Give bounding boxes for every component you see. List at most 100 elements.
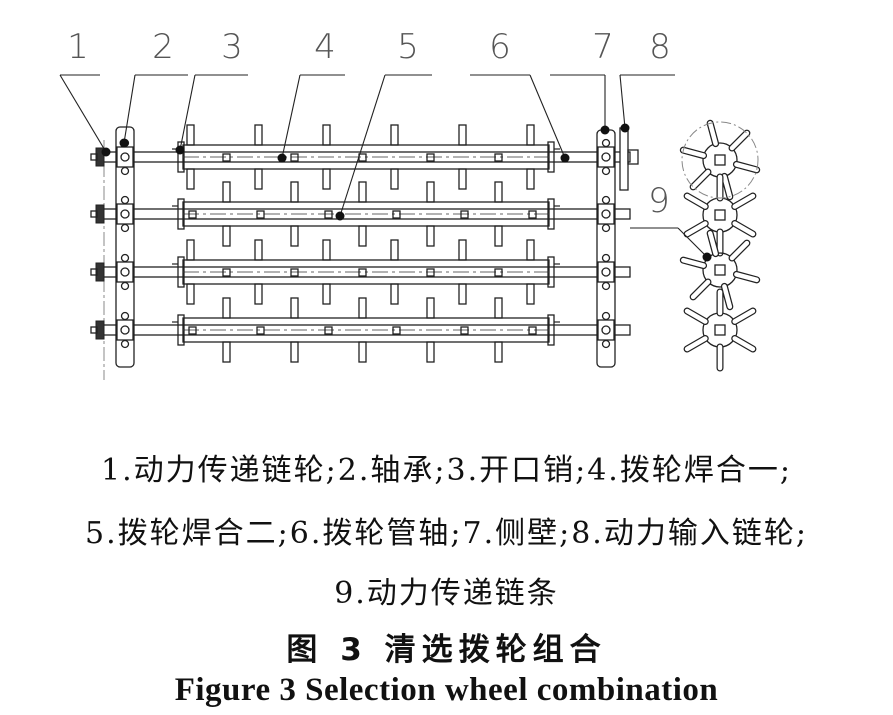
drum-flange bbox=[177, 141, 185, 173]
leader-dot bbox=[119, 138, 129, 148]
wheel-tine-inner bbox=[732, 221, 756, 237]
bearing bbox=[597, 203, 615, 225]
wheel-tine-inner bbox=[684, 221, 708, 237]
bearing-bolt bbox=[601, 138, 611, 148]
bolt-hole bbox=[494, 153, 503, 162]
callout-label: 8 bbox=[649, 27, 671, 67]
leader-lines bbox=[59, 74, 712, 262]
bolt-hole bbox=[324, 210, 333, 219]
figure-caption-en: Figure 3 Selection wheel combination bbox=[174, 672, 719, 708]
wheel-tine-inner bbox=[732, 193, 756, 209]
callout-label: 5 bbox=[397, 27, 419, 67]
bolt-hole bbox=[188, 210, 197, 219]
bearing bbox=[597, 319, 615, 341]
tine-top bbox=[186, 124, 195, 146]
tine-bottom bbox=[358, 225, 367, 247]
bearing-bolt bbox=[601, 339, 611, 349]
tine-bottom bbox=[322, 168, 331, 190]
tine-bottom bbox=[222, 225, 231, 247]
bearing-bolt bbox=[120, 166, 130, 176]
tine-top bbox=[186, 239, 195, 261]
bearing-bolt bbox=[601, 281, 611, 291]
shaft-row bbox=[90, 239, 631, 305]
bolt-hole bbox=[494, 268, 503, 277]
side-wheel bbox=[683, 288, 757, 372]
tine-bottom bbox=[458, 168, 467, 190]
drum-flange bbox=[547, 256, 555, 288]
bearing bbox=[116, 146, 134, 168]
bearing-center bbox=[601, 325, 611, 335]
wheel-tine-inner bbox=[681, 257, 706, 268]
wheel-tine-inner bbox=[681, 147, 706, 158]
callout-label: 1 bbox=[67, 27, 89, 67]
bolt-hole bbox=[256, 210, 265, 219]
bearing-center bbox=[601, 152, 611, 162]
tine-top bbox=[526, 124, 535, 146]
input-hub bbox=[627, 149, 639, 165]
figure-caption-cn: 图 3 清选拨轮组合 bbox=[286, 632, 607, 668]
shaft-end bbox=[90, 153, 98, 161]
bearing-center bbox=[120, 152, 130, 162]
bearing-bolt bbox=[601, 311, 611, 321]
tine-bottom bbox=[526, 283, 535, 305]
leader-dot bbox=[560, 153, 570, 163]
wheel-tine-inner bbox=[684, 308, 708, 324]
bolt-hole bbox=[460, 210, 469, 219]
tine-top bbox=[426, 181, 435, 203]
tine-bottom bbox=[222, 341, 231, 363]
tine-top bbox=[494, 181, 503, 203]
wheel-tine-inner bbox=[729, 130, 750, 151]
drive-sprocket bbox=[95, 262, 105, 282]
bolt-hole bbox=[188, 326, 197, 335]
wheel-tine-inner bbox=[722, 284, 733, 309]
bearing-center bbox=[120, 209, 130, 219]
bearing bbox=[116, 203, 134, 225]
tine-top bbox=[322, 239, 331, 261]
tine-top bbox=[222, 297, 231, 319]
drive-sprocket bbox=[95, 147, 105, 167]
tine-bottom bbox=[426, 341, 435, 363]
shaft-row bbox=[90, 124, 631, 190]
legend-line-1: 1.动力传递链轮;2.轴承;3.开口销;4.拨轮焊合一; bbox=[101, 453, 792, 488]
wheel-tine-inner bbox=[684, 336, 708, 352]
tine-top bbox=[494, 297, 503, 319]
leader-dot bbox=[277, 153, 287, 163]
bearing bbox=[116, 319, 134, 341]
wheel-tine-inner bbox=[734, 162, 759, 173]
legend-line-3: 9.动力传递链条 bbox=[334, 576, 559, 611]
bolt-hole bbox=[460, 326, 469, 335]
wheel-tine-inner bbox=[729, 240, 750, 261]
side-view-wheels bbox=[679, 119, 761, 372]
bearing bbox=[116, 261, 134, 283]
tine-bottom bbox=[186, 168, 195, 190]
shaft-rows bbox=[90, 124, 639, 363]
bearing-center bbox=[120, 267, 130, 277]
wheel-tine-inner bbox=[690, 169, 711, 190]
hub-square bbox=[714, 209, 726, 221]
tine-bottom bbox=[458, 283, 467, 305]
tine-top bbox=[390, 124, 399, 146]
legend-line-2: 5.拨轮焊合二;6.拨轮管轴;7.侧壁;8.动力输入链轮; bbox=[85, 516, 808, 551]
bearing-bolt bbox=[601, 166, 611, 176]
tine-top bbox=[358, 181, 367, 203]
tine-top bbox=[526, 239, 535, 261]
tine-bottom bbox=[186, 283, 195, 305]
bolt-hole bbox=[290, 153, 299, 162]
shaft-row bbox=[90, 181, 631, 247]
leader-dot bbox=[702, 252, 712, 262]
bearing-bolt bbox=[120, 253, 130, 263]
callout-label: 7 bbox=[592, 27, 614, 67]
bearing bbox=[597, 261, 615, 283]
hub-square bbox=[714, 154, 726, 166]
wheel-tine-inner bbox=[690, 279, 711, 300]
tine-top bbox=[322, 124, 331, 146]
tine-bottom bbox=[290, 225, 299, 247]
shaft-end bbox=[90, 268, 98, 276]
wheel-hub bbox=[702, 197, 738, 233]
bearing-center bbox=[601, 209, 611, 219]
wheel-tine-inner bbox=[707, 121, 718, 146]
drive-sprocket bbox=[95, 320, 105, 340]
drum-flange bbox=[177, 314, 185, 346]
tine-top bbox=[290, 181, 299, 203]
